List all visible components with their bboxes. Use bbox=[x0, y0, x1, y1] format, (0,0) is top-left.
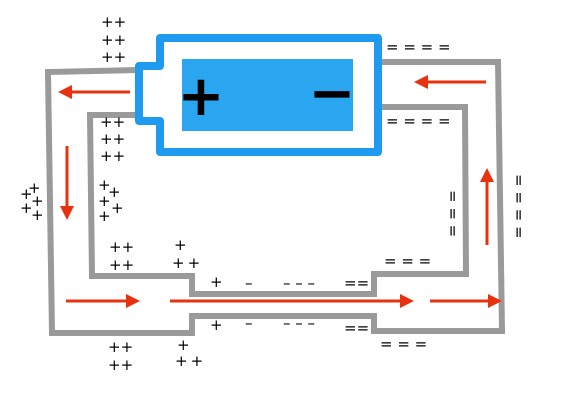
minus-charge: – bbox=[245, 274, 253, 292]
minus-charge: – bbox=[245, 314, 253, 332]
plus-charge: + bbox=[98, 207, 111, 225]
arrow-up-right bbox=[480, 168, 494, 245]
plus-charge: ++ bbox=[100, 113, 125, 131]
plus-charge: + bbox=[98, 192, 111, 210]
minus-charge: = = = bbox=[380, 335, 427, 353]
minus-charge: = = = = bbox=[386, 112, 451, 130]
plus-charge: + bbox=[31, 206, 44, 224]
minus-charge: = = = bbox=[384, 252, 431, 270]
minus-charge: == bbox=[344, 274, 369, 292]
minus-charge: == bbox=[344, 319, 369, 337]
plus-charge: + + bbox=[175, 352, 203, 370]
plus-charge: ++ bbox=[100, 130, 125, 148]
arrow-right-bottom-3 bbox=[430, 294, 502, 308]
battery-fill bbox=[182, 59, 353, 131]
arrow-left-top bbox=[58, 85, 130, 99]
minus-charge: = = = = bbox=[510, 174, 528, 239]
plus-charge: ++ bbox=[100, 147, 125, 165]
plus-charge: + bbox=[174, 236, 187, 254]
wire-outer bbox=[44, 59, 506, 336]
plus-charge: ++ bbox=[109, 238, 134, 256]
plus-charge: + bbox=[31, 192, 44, 210]
plus-charge: ++ bbox=[101, 31, 126, 49]
plus-charge: + bbox=[98, 176, 111, 194]
plus-charge: ++ bbox=[109, 256, 134, 274]
wire-inner bbox=[86, 104, 470, 297]
plus-charge: ++ bbox=[108, 356, 133, 374]
plus-charge: + bbox=[28, 179, 41, 197]
arrow-down-left bbox=[60, 146, 74, 220]
positive-charges: ++ ++ ++ ++ ++ ++ + + + + + + + + + + ++… bbox=[20, 13, 223, 374]
battery-negative-terminal: − bbox=[309, 61, 356, 126]
plus-charge: ++ bbox=[101, 13, 126, 31]
minus-charge: – – – bbox=[283, 274, 315, 292]
battery-positive-terminal: + bbox=[178, 64, 225, 129]
plus-charge: + bbox=[20, 185, 33, 203]
plus-charge: + + bbox=[172, 254, 200, 272]
arrow-right-bottom-2 bbox=[170, 294, 414, 308]
arrow-left-right-top bbox=[414, 75, 486, 89]
plus-charge: + bbox=[111, 199, 124, 217]
current-arrows bbox=[58, 75, 502, 308]
plus-charge: + bbox=[20, 199, 33, 217]
plus-charge: + bbox=[108, 183, 121, 201]
minus-charge: – – – bbox=[283, 314, 315, 332]
minus-charge: = = = = bbox=[386, 38, 451, 56]
negative-charges: = = = = = = = = – – – – == – – – – == = … bbox=[245, 38, 528, 353]
arrow-right-bottom-1 bbox=[66, 294, 140, 308]
minus-charge: = = = bbox=[444, 190, 462, 237]
battery: + − bbox=[135, 34, 382, 156]
plus-charge: + bbox=[210, 316, 223, 334]
plus-charge: ++ bbox=[108, 338, 133, 356]
plus-charge: + bbox=[210, 273, 223, 291]
plus-charge: ++ bbox=[101, 48, 126, 66]
plus-charge: + bbox=[177, 336, 190, 354]
